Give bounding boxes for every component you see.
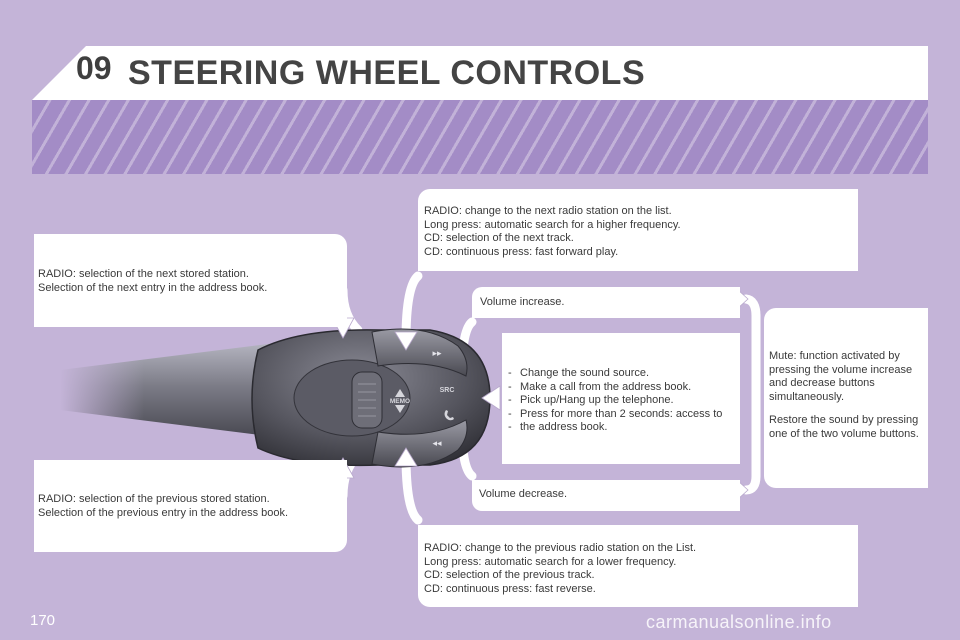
list-item: Press for more than 2 seconds: access to — [508, 408, 740, 422]
header-bar — [32, 46, 928, 100]
previous-station-arrow-icon — [394, 447, 418, 467]
panel-line: RADIO: change to the previous radio stat… — [424, 542, 697, 554]
panel-line: Volume increase. — [480, 296, 565, 308]
panel-line: RADIO: selection of the next stored stat… — [38, 268, 249, 280]
list-item: Pick up/Hang up the telephone. — [508, 394, 740, 408]
watermark: carmanualsonline.info — [646, 612, 832, 632]
panel-radio-previous-station: RADIO: change to the previous radio stat… — [418, 525, 858, 607]
next-station-arrow-icon — [394, 331, 418, 351]
panel-line: Mute: function activated by — [769, 350, 900, 362]
page-number: 170 — [30, 612, 56, 629]
panel-line: Selection of the previous entry in the a… — [38, 506, 289, 519]
panel-line: CD: selection of the previous track. — [424, 569, 595, 582]
previous-button[interactable] — [371, 419, 468, 468]
panel-next-stored-station: RADIO: selection of the next stored stat… — [34, 234, 347, 327]
previous-track-icon: ◂◂ — [432, 439, 442, 449]
source-function-list: Change the sound source. Make a call fro… — [508, 367, 740, 435]
source-arrow-icon — [481, 385, 501, 411]
chapter-number: 09 — [76, 50, 112, 86]
panel-line: Long press: automatic search for a lower… — [424, 555, 677, 568]
memo-down-arrow-icon — [395, 405, 405, 413]
list-item: Change the sound source. — [508, 367, 740, 381]
list-item-continuation: the address book. — [508, 421, 740, 435]
panel-line: CD: continuous press: fast reverse. — [424, 582, 596, 595]
panel-line: simultaneously. — [769, 390, 844, 403]
next-button[interactable] — [371, 328, 468, 377]
panel-line: CD: selection of the next track. — [424, 232, 574, 245]
src-label: SRC — [440, 387, 455, 394]
panel-previous-stored-station: RADIO: selection of the previous stored … — [34, 460, 347, 552]
page-title: STEERING WHEEL CONTROLS — [128, 54, 646, 92]
memo-up-arrow-icon — [395, 389, 405, 397]
phone-icon — [444, 410, 454, 421]
list-item: Make a call from the address book. — [508, 381, 740, 395]
panel-mute: Mute: function activated by pressing the… — [764, 308, 928, 488]
panel-line: and decrease buttons — [769, 377, 875, 390]
panel-source-phone: Change the sound source. Make a call fro… — [502, 333, 740, 464]
panel-line: pressing the volume increase — [769, 363, 913, 376]
panel-line: CD: continuous press: fast forward play. — [424, 245, 619, 258]
panel-line: RADIO: selection of the previous stored … — [38, 493, 270, 505]
hatch-band — [32, 100, 928, 174]
panel-line: Long press: automatic search for a highe… — [424, 218, 681, 231]
memo-label: MEMO — [390, 398, 410, 405]
panel-volume-decrease: Volume decrease. — [472, 480, 740, 511]
panel-radio-next-station: RADIO: change to the next radio station … — [418, 189, 858, 271]
header-notch — [32, 46, 86, 100]
panel-line: one of the two volume buttons. — [769, 427, 919, 440]
panel-line: RADIO: change to the next radio station … — [424, 205, 672, 217]
panel-line: Volume decrease. — [479, 488, 568, 500]
panel-volume-increase: Volume increase. — [472, 287, 740, 318]
panel-line: Restore the sound by pressing — [769, 414, 919, 427]
panel-line: Selection of the next entry in the addre… — [38, 281, 268, 294]
paragraph-gap — [769, 404, 928, 414]
next-track-icon: ▸▸ — [432, 349, 442, 359]
